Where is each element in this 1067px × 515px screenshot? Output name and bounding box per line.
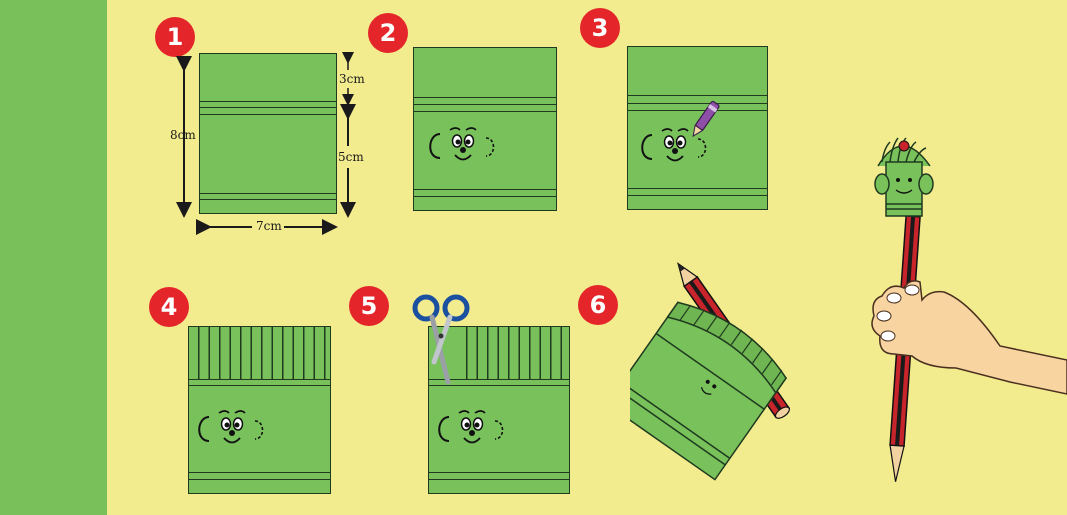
label-width: 7cm bbox=[256, 219, 282, 233]
face-icon bbox=[641, 128, 707, 162]
paper-card-step-4 bbox=[188, 326, 331, 494]
label-top-gap: 3cm bbox=[339, 72, 365, 86]
step-badge-2: 2 bbox=[368, 13, 408, 53]
step-badge-6: 6 bbox=[578, 285, 618, 325]
paper-card-step-2 bbox=[413, 47, 557, 211]
topper-head bbox=[874, 137, 934, 217]
step-badge-1: 1 bbox=[155, 17, 195, 57]
scissors-icon bbox=[412, 294, 470, 385]
step-badge-3: 3 bbox=[580, 8, 620, 48]
face-icon bbox=[438, 410, 504, 444]
face-icon bbox=[198, 410, 264, 444]
paper-card-step-1 bbox=[199, 53, 337, 214]
rolled-paper-pencil-illustration bbox=[630, 262, 791, 481]
hand-icon bbox=[871, 280, 1067, 395]
marker-icon bbox=[692, 100, 720, 138]
face-icon bbox=[429, 127, 495, 161]
finished-pencil-topper-illustration bbox=[871, 137, 1067, 482]
paper-card-step-5 bbox=[428, 326, 570, 494]
step-badge-4: 4 bbox=[149, 287, 189, 327]
paper-roll bbox=[630, 301, 788, 481]
step-badge-5: 5 bbox=[349, 286, 389, 326]
label-lower-gap: 5cm bbox=[338, 150, 364, 164]
left-sidebar bbox=[0, 0, 107, 515]
label-height: 8cm bbox=[170, 128, 196, 142]
